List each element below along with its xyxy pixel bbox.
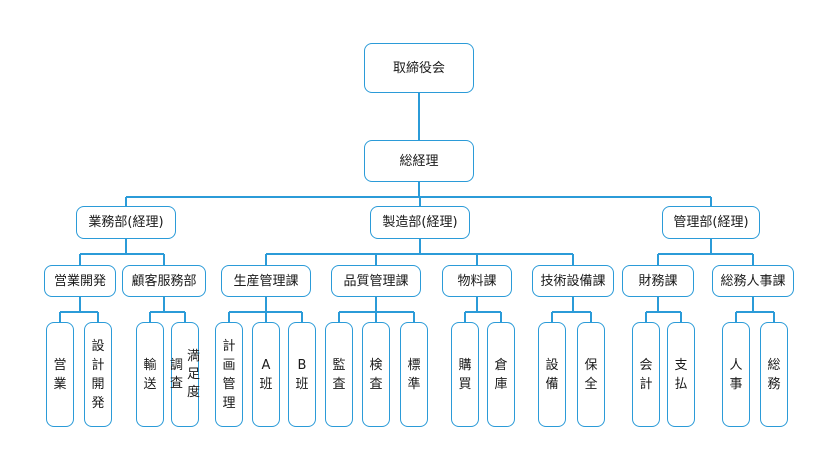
section-node: 財務課 <box>622 265 694 297</box>
section-node: 生産管理課 <box>221 265 311 297</box>
section-node: 顧客服務部 <box>122 265 206 297</box>
unit-node: 設計開発 <box>84 322 112 427</box>
unit-node: 満足度調査 <box>170 322 200 427</box>
unit-node: 支払 <box>667 322 695 427</box>
unit-node: 会計 <box>632 322 660 427</box>
section-node: 営業開発 <box>44 265 116 297</box>
unit-node: 総務 <box>760 322 788 427</box>
section-node: 品質管理課 <box>331 265 421 297</box>
president-node: 総経理 <box>364 140 474 182</box>
section-node: 総務人事課 <box>712 265 794 297</box>
unit-node: 人事 <box>722 322 750 427</box>
root-node: 取締役会 <box>364 43 474 93</box>
unit-node: 営業 <box>46 322 74 427</box>
unit-node: 検査 <box>362 322 390 427</box>
unit-node: 標準 <box>400 322 428 427</box>
unit-node: 設備 <box>538 322 566 427</box>
unit-node: 倉庫 <box>487 322 515 427</box>
unit-node: 監査 <box>325 322 353 427</box>
division-node: 製造部(経理) <box>370 206 470 239</box>
unit-node: 購買 <box>451 322 479 427</box>
unit-node: 保全 <box>577 322 605 427</box>
unit-node: 計画管理 <box>215 322 243 427</box>
division-node: 管理部(経理) <box>662 206 760 239</box>
section-node: 技術設備課 <box>532 265 614 297</box>
unit-node: 輸送 <box>136 322 164 427</box>
division-node: 業務部(経理) <box>76 206 176 239</box>
section-node: 物料課 <box>442 265 512 297</box>
